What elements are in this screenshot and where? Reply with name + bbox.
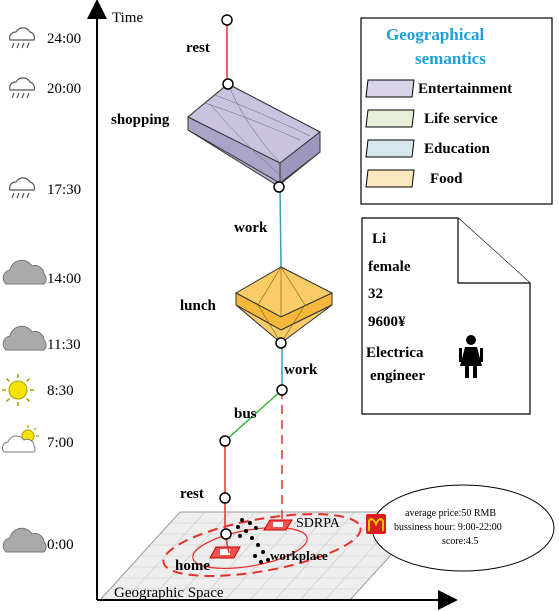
node [219,492,231,504]
node [221,14,233,26]
legend-item-food: Food [365,169,463,188]
node [273,181,285,193]
poi-hours: bussiness hour: 9:00-22:00 [394,522,502,533]
profile-income: 9600¥ [368,314,406,330]
shopping-prism [187,83,321,187]
node [219,435,231,447]
cloud-icon [2,325,47,351]
place-label-home: home [175,558,210,574]
legend-title-line1: Geographical [386,25,484,44]
legend-title-line2: semantics [415,49,486,68]
restaurant-logo-icon [366,514,386,534]
legend-swatch [365,109,415,128]
time-tick: 24:00 [47,31,81,47]
node [276,384,288,396]
time-tick: 7:00 [47,435,74,451]
profile-age: 32 [368,286,383,302]
axes: Time Geographic Space [87,0,458,610]
place-marker-workplace [263,519,293,531]
profile-job-line1: Electrica [366,345,424,361]
node [222,78,234,90]
activity-label-lunch: lunch [180,298,217,314]
legend-item-label: Life service [424,111,498,127]
geographic-plane: SDRPA workplace home [98,511,432,601]
lunch-prism [234,266,334,344]
legend-swatch [365,139,415,158]
rain-cloud-icon [9,177,36,199]
poi-score: score:4.5 [442,536,478,547]
activity-label-shopping: shopping [111,112,170,128]
legend-item-label: Education [424,141,491,157]
poi-info-bubble: average price:50 RMB bussiness hour: 9:0… [371,484,555,572]
legend-item-life-service: Life service [365,109,498,128]
rain-cloud-icon [9,77,36,99]
time-tick: 14:00 [47,271,81,287]
time-tick: 0:00 [47,537,74,553]
activity-label-work-lower: work [284,362,318,378]
place-label-sdrpa: SDRPA [296,516,341,531]
time-tick: 17:30 [47,182,81,198]
sun-cloud-icon [1,425,39,453]
legend-swatch [365,169,415,188]
x-axis-label: Geographic Space [114,585,224,601]
cloud-icon [2,527,47,553]
profile-card: Li female 32 9600¥ Electrica engineer [361,217,531,415]
activity-label-bus: bus [234,406,257,422]
legend: Geographical semantics Entertainment Lif… [360,17,553,205]
legend-swatch [365,79,415,98]
node [275,337,287,349]
profile-job-line2: engineer [370,368,425,384]
legend-item-entertainment: Entertainment [365,79,512,98]
time-tick: 11:30 [47,337,81,353]
female-person-icon [459,335,483,378]
poi-price: average price:50 RMB [405,508,496,519]
legend-item-education: Education [365,139,491,158]
profile-name: Li [372,231,386,247]
place-marker-home [209,546,241,559]
weather-icons [1,27,47,553]
cloud-icon [2,259,47,285]
time-ticks: 24:00 20:00 17:30 14:00 11:30 8:30 7:00 … [47,31,81,553]
sun-icon [2,374,34,406]
legend-item-label: Food [430,171,463,187]
legend-item-label: Entertainment [418,81,512,97]
rain-cloud-icon [9,27,36,49]
trajectory-nodes [219,14,288,540]
y-axis-label: Time [112,10,143,26]
place-label-workplace: workplace [270,548,328,563]
activity-label-rest-bottom: rest [180,486,204,502]
time-tick: 8:30 [47,383,74,399]
activity-labels: rest shopping work lunch work bus rest [111,40,318,502]
activity-label-rest-top: rest [186,40,210,56]
activity-label-work-upper: work [234,220,268,236]
node [220,528,232,540]
profile-gender: female [368,259,411,275]
time-tick: 20:00 [47,81,81,97]
